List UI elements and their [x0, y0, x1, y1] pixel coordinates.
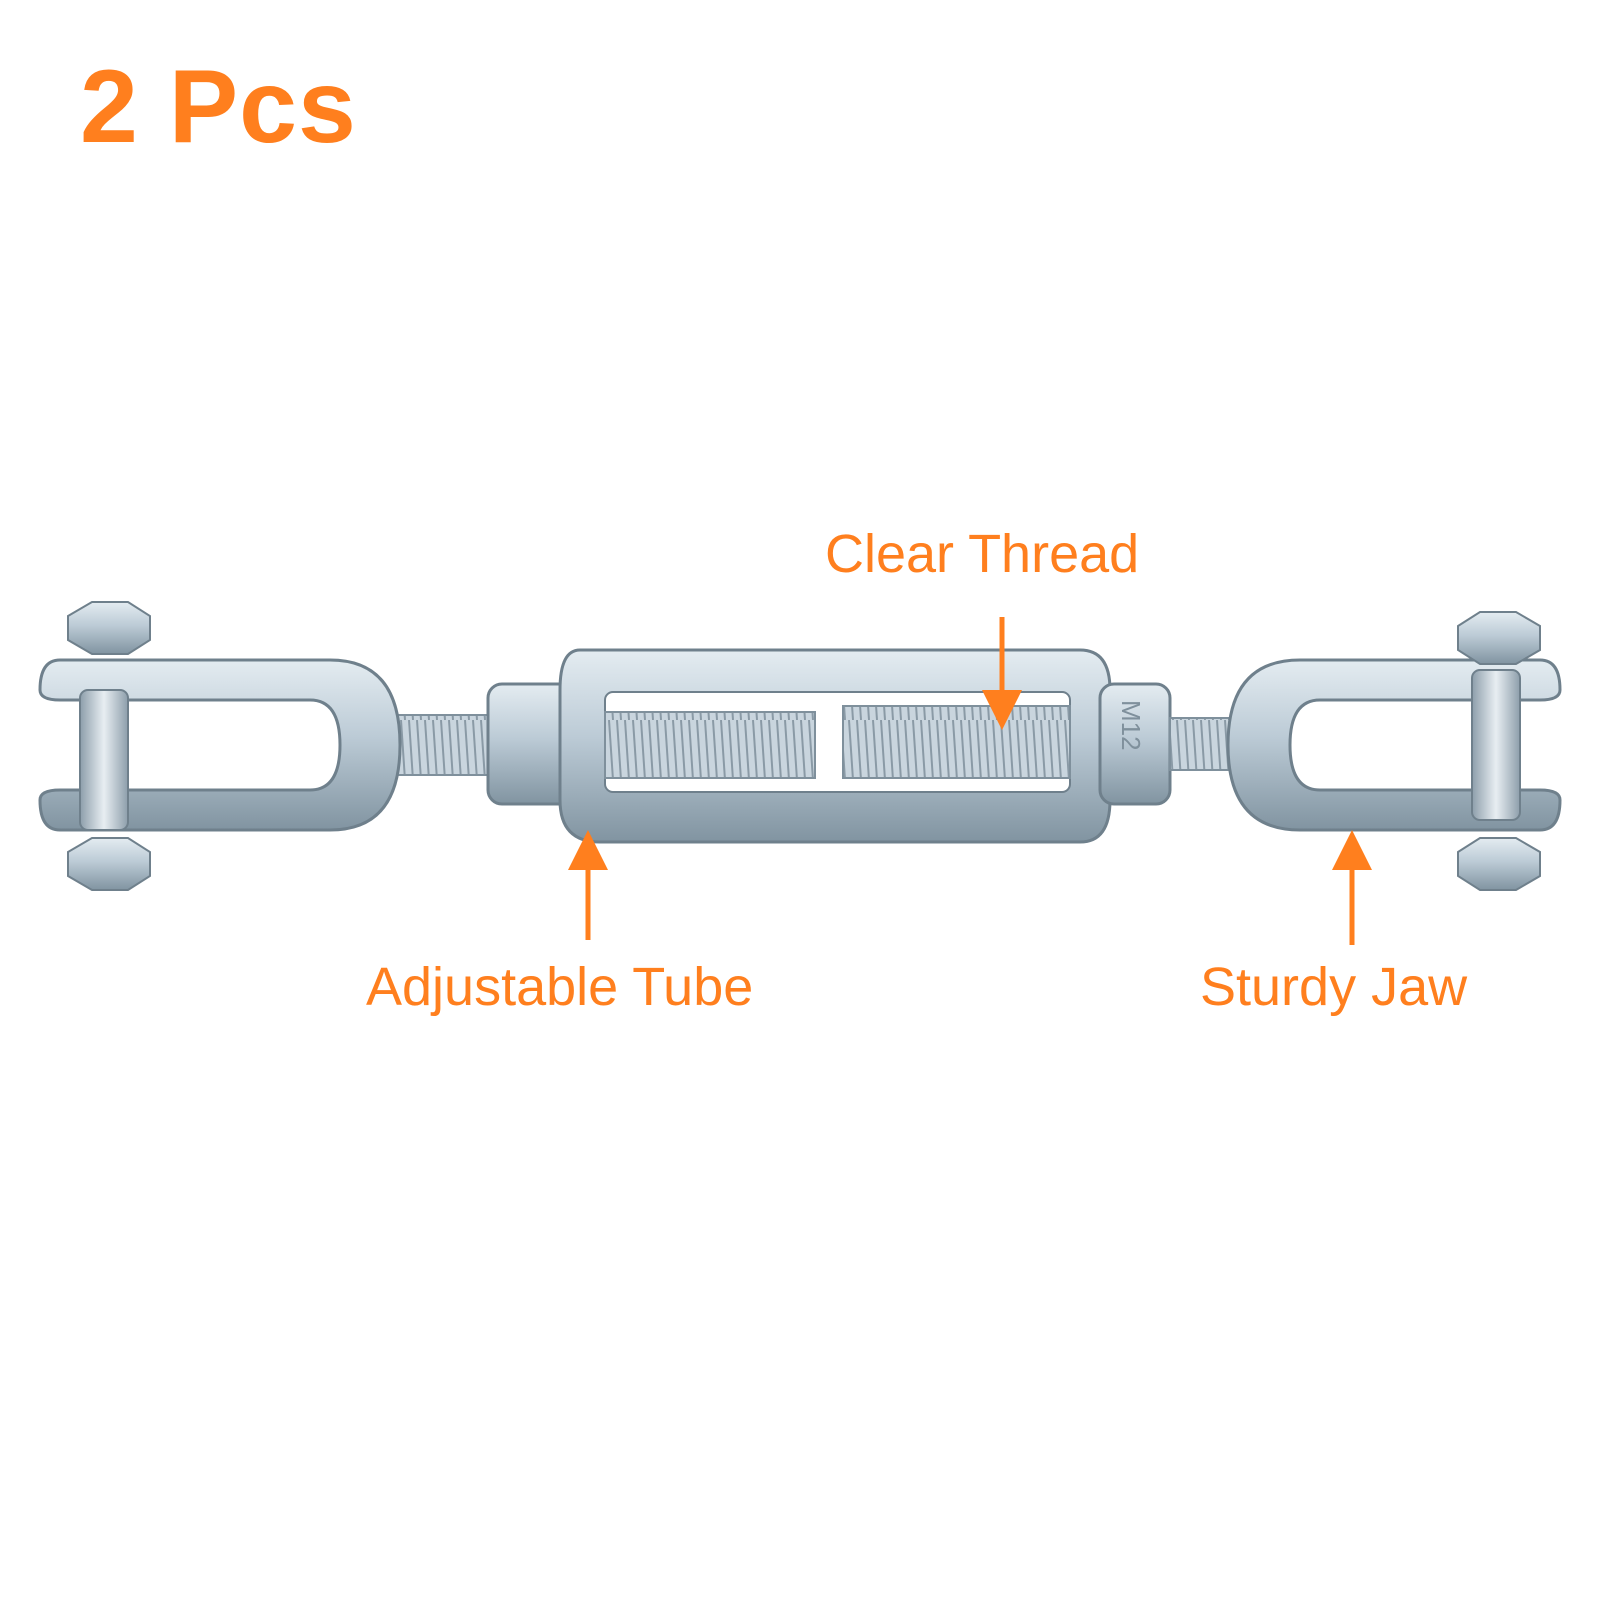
left-bottom-nut	[67, 837, 151, 891]
clear-thread-label: Clear Thread	[825, 524, 1140, 584]
turnbuckle-body: L M12	[486, 648, 1172, 844]
left-jaw-fork	[38, 658, 402, 832]
left-top-nut	[67, 601, 151, 655]
quantity-title: 2 Pcs	[80, 49, 357, 165]
body-marking-right: M12	[1116, 700, 1146, 751]
left-jaw-pin	[79, 689, 129, 831]
right-threaded-rod	[1169, 717, 1231, 771]
right-jaw	[1169, 611, 1562, 891]
right-jaw-pin	[1471, 669, 1521, 821]
inner-thread-right	[842, 705, 1071, 779]
inner-thread-left	[604, 711, 816, 779]
sturdy-jaw-label: Sturdy Jaw	[1200, 957, 1468, 1017]
left-threaded-rod	[397, 714, 491, 776]
left-jaw	[38, 601, 491, 891]
right-jaw-fork	[1226, 658, 1562, 832]
right-top-nut	[1457, 611, 1541, 665]
adjustable-tube-label: Adjustable Tube	[366, 957, 754, 1017]
right-bottom-nut	[1457, 837, 1541, 891]
